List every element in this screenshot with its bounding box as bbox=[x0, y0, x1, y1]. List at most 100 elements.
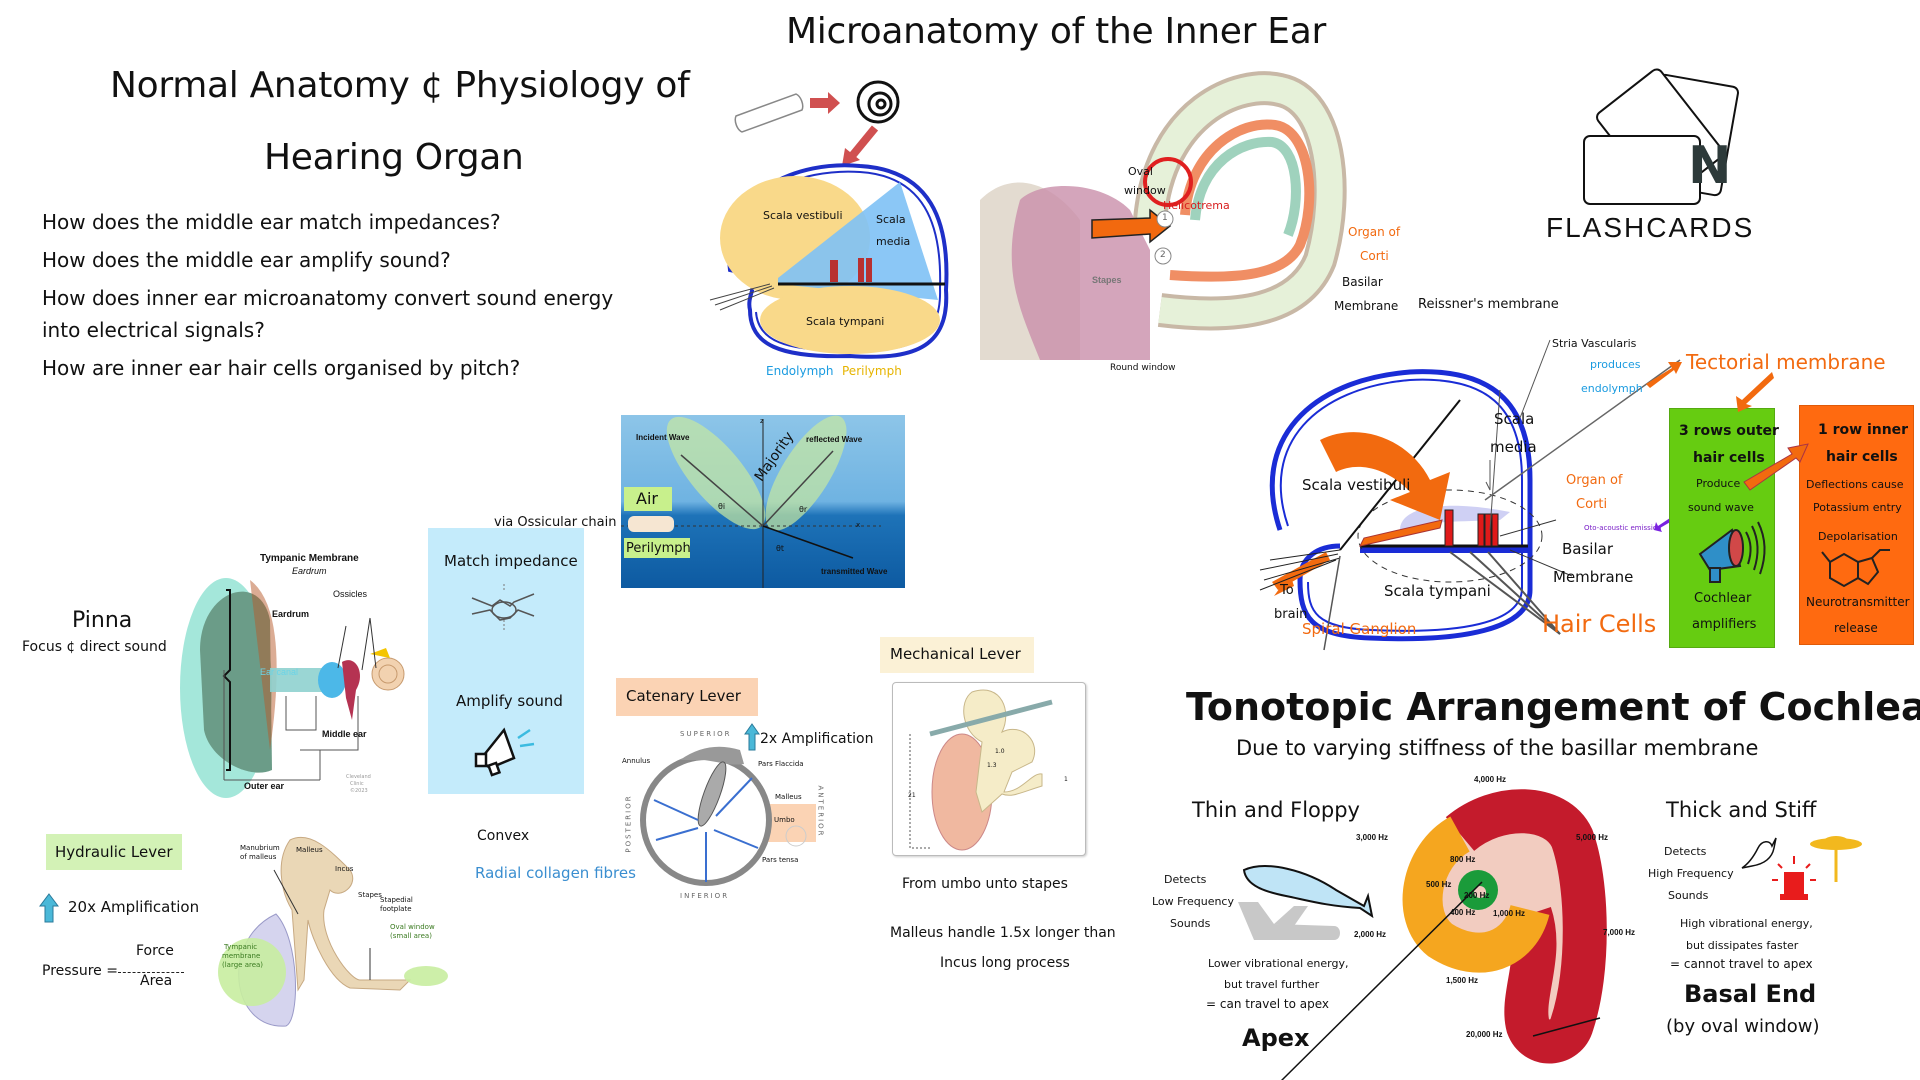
arrow-down-left-icon bbox=[842, 125, 879, 166]
hydraulic-lever-title: Hydraulic Lever bbox=[55, 843, 173, 861]
perilymph-label: Perilymph bbox=[626, 541, 691, 556]
main-title-line1: Normal Anatomy ¢ Physiology of bbox=[110, 65, 690, 106]
legend-perilymph: Perilymph bbox=[842, 364, 902, 378]
ossicle-thumbnail bbox=[628, 516, 674, 532]
right-detects-1: Detects bbox=[1664, 845, 1707, 858]
theta-i-label: θi bbox=[718, 502, 726, 511]
tube-icon bbox=[734, 93, 804, 133]
left-detects-3: Sounds bbox=[1170, 917, 1211, 930]
question: How does the middle ear amplify sound? bbox=[42, 248, 451, 272]
question: into electrical signals? bbox=[42, 318, 265, 342]
stapes-chain-label: Stapes bbox=[358, 891, 382, 899]
stria-endolymph: endolymph bbox=[1581, 382, 1643, 395]
dim-13: 1.3 bbox=[987, 762, 997, 769]
theta-t-label: θt bbox=[776, 544, 785, 553]
stria-label: Stria Vascularis bbox=[1552, 337, 1637, 350]
reflected-wave-label: reflected Wave bbox=[806, 435, 863, 444]
superior-label: SUPERIOR bbox=[680, 730, 732, 738]
area-label: Area bbox=[140, 973, 173, 989]
helicotrema-label: Helicotrema bbox=[1163, 199, 1230, 212]
match-impedance-label: Match impedance bbox=[444, 552, 578, 570]
freq-1500: 1,500 Hz bbox=[1446, 976, 1479, 985]
mechanical-caption: From umbo unto stapes bbox=[902, 876, 1068, 892]
ihc-line-2: Potassium entry bbox=[1813, 501, 1902, 514]
inner-hair-cells-card bbox=[1799, 405, 1914, 645]
oto-acoustic-label: Oto-acoustic emission bbox=[1584, 524, 1662, 532]
radial-fibres-label: Radial collagen fibres bbox=[475, 864, 636, 882]
bird-icon bbox=[1741, 837, 1777, 869]
freq-200: 200 Hz bbox=[1464, 891, 1490, 900]
ohc-line-2: sound wave bbox=[1688, 501, 1754, 514]
reissner-label: Reissner's membrane bbox=[1418, 297, 1559, 312]
tonotopic-subtitle: Due to varying stiffness of the basillar… bbox=[1236, 736, 1759, 760]
manubrium-label-1: Manubrium bbox=[240, 844, 280, 852]
arrow-right-icon bbox=[810, 92, 840, 114]
od-scala-media-1: Scala bbox=[1494, 410, 1535, 428]
legend-endolymph: Endolymph bbox=[766, 364, 834, 378]
cochlea-spiral-diagram bbox=[980, 71, 1347, 360]
right-detects-3: Sounds bbox=[1668, 889, 1709, 902]
tympanic-membrane-diagram bbox=[640, 746, 816, 886]
tm-sub-label: Eardrum bbox=[292, 566, 327, 576]
malleus-incus-diagram bbox=[909, 689, 1053, 851]
manubrium-label-2: of malleus bbox=[240, 853, 277, 861]
stria-produces: produces bbox=[1590, 358, 1641, 371]
freq-7000: 7,000 Hz bbox=[1603, 928, 1636, 937]
hydraulic-amplification: 20x Amplification bbox=[68, 898, 200, 916]
thin-floppy-heading: Thin and Floppy bbox=[1192, 798, 1360, 822]
ihc-title-1: 1 row inner bbox=[1818, 422, 1909, 438]
cymbal-icon bbox=[1810, 836, 1862, 882]
arrow-into-outer-icon bbox=[1736, 372, 1774, 412]
tube-to-spiral-diagram bbox=[734, 80, 900, 166]
question: How does the middle ear match impedances… bbox=[42, 210, 501, 234]
question: How does inner ear microanatomy convert … bbox=[42, 286, 614, 310]
outer-hair-cells-card bbox=[1669, 408, 1775, 648]
umbo-label: Umbo bbox=[774, 816, 795, 824]
tm-large-1: Tympanic bbox=[224, 943, 258, 951]
catenary-lever-title: Catenary Lever bbox=[626, 687, 741, 705]
up-arrow-small-icon bbox=[744, 723, 760, 751]
mechanical-note-1: Malleus handle 1.5x longer than bbox=[890, 925, 1116, 941]
anterior-label: ANTERIOR bbox=[816, 785, 825, 838]
tm-title-label: Tympanic Membrane bbox=[260, 553, 359, 564]
ohc-title-2: hair cells bbox=[1693, 450, 1765, 466]
organ-of-corti-diagram bbox=[1259, 339, 1681, 651]
force-label: Force bbox=[136, 943, 174, 959]
fraction-line bbox=[118, 972, 184, 973]
cs-scala-media-1: Scala bbox=[876, 213, 906, 226]
oval-window-label-2: window bbox=[1124, 184, 1166, 197]
micro-title: Microanatomy of the Inner Ear bbox=[786, 11, 1327, 52]
right-note-3: = cannot travel to apex bbox=[1670, 957, 1813, 971]
ossicles-label: Ossicles bbox=[333, 589, 368, 599]
pars-flaccida-label: Pars Flaccida bbox=[758, 760, 804, 768]
arrow-outer-to-inner-icon bbox=[1743, 443, 1809, 491]
thick-stiff-heading: Thick and Stiff bbox=[1666, 798, 1817, 822]
cs-scala-tympani: Scala tympani bbox=[806, 315, 885, 328]
od-scala-media-2: media bbox=[1490, 438, 1537, 456]
footplate-label-1: Stapedial bbox=[380, 896, 413, 904]
basal-end-sub: (by oval window) bbox=[1666, 1016, 1820, 1037]
to-brain-2: brain bbox=[1274, 607, 1308, 622]
ohc-line-1: Produce bbox=[1696, 477, 1741, 490]
catenary-lever-tag bbox=[616, 678, 758, 716]
right-note-2: but dissipates faster bbox=[1686, 939, 1799, 952]
cs-scala-media-2: media bbox=[876, 235, 911, 248]
freq-1000: 1,000 Hz bbox=[1493, 909, 1526, 918]
question: How are inner ear hair cells organised b… bbox=[42, 356, 521, 380]
handshake-icon bbox=[471, 584, 535, 630]
air-label: Air bbox=[636, 489, 658, 508]
wave-x-label: x bbox=[856, 521, 861, 529]
od-basilar-2: Membrane bbox=[1553, 568, 1634, 586]
inferior-label: INFERIOR bbox=[680, 892, 730, 900]
outer-ear-label: Outer ear bbox=[244, 781, 285, 791]
od-scala-tympani: Scala tympani bbox=[1384, 582, 1491, 600]
left-note-3: = can travel to apex bbox=[1206, 997, 1329, 1011]
eardrum-label: Eardrum bbox=[272, 609, 310, 619]
malleus-label: Malleus bbox=[296, 846, 323, 854]
spiral-icon bbox=[856, 80, 900, 124]
megaphone-icon bbox=[1698, 521, 1766, 583]
megaphone-outline-icon bbox=[474, 727, 535, 777]
annulus-label: Annulus bbox=[622, 757, 651, 765]
spiral-marker-1: 1 bbox=[1162, 213, 1168, 223]
tonotopic-cochlea-diagram bbox=[1280, 789, 1607, 1080]
